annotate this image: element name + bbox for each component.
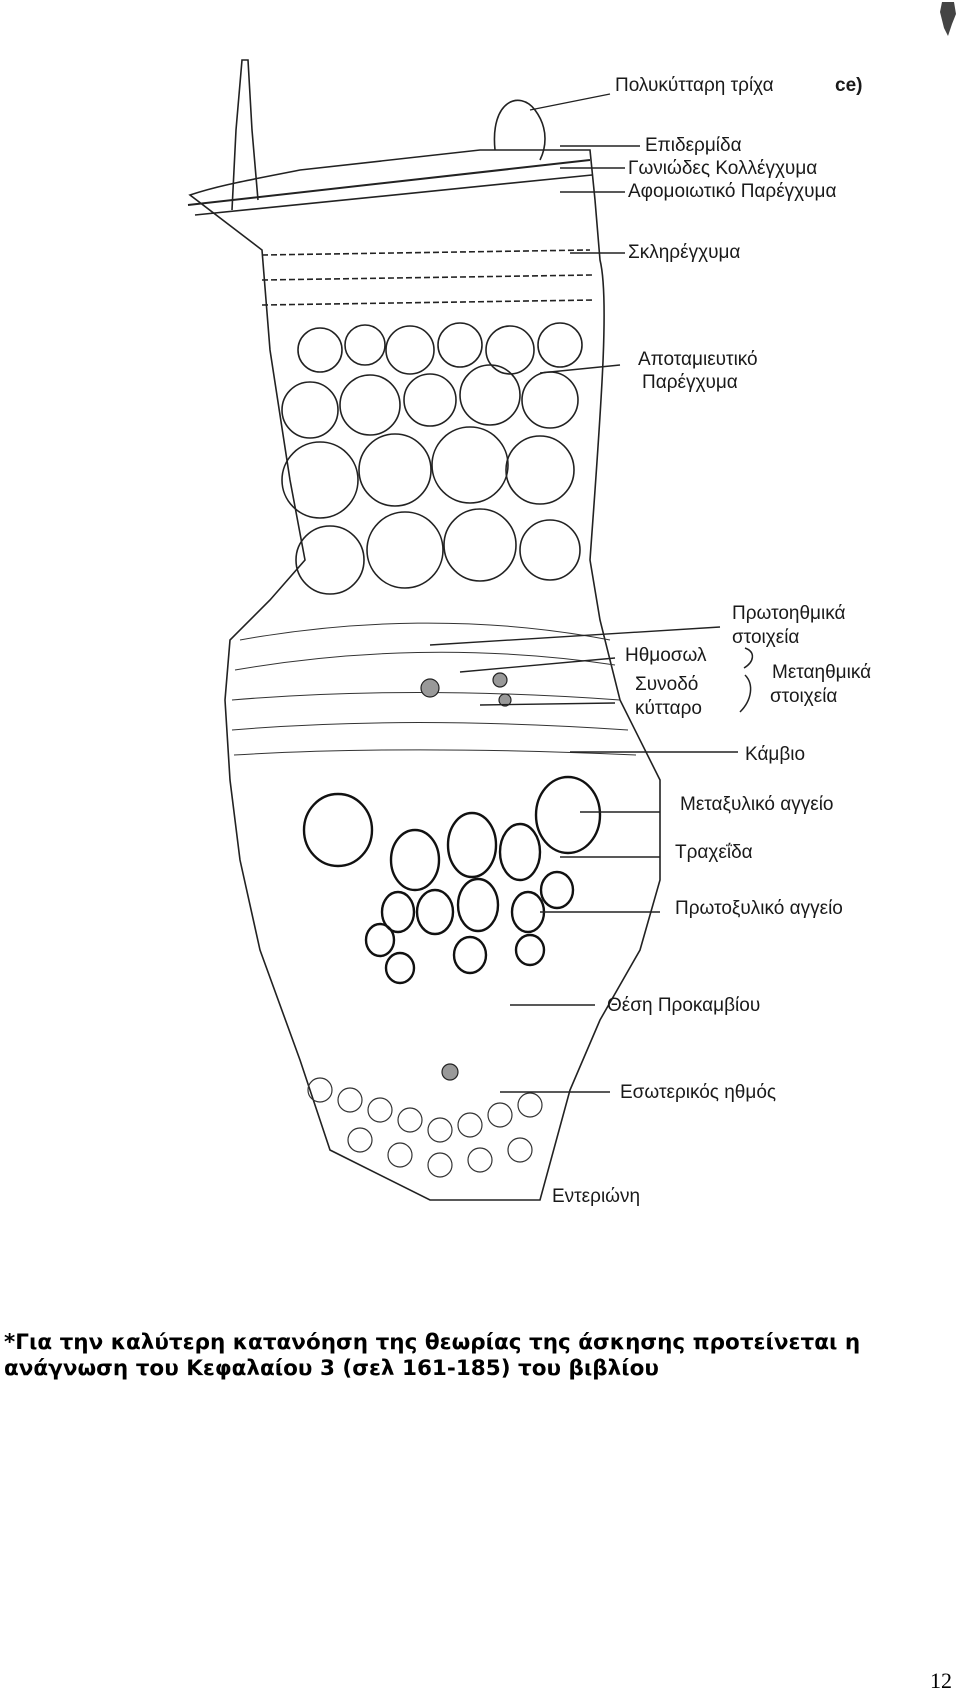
label-cropped-fragment: ce) [835,75,863,96]
label-protophloem-2: στοιχεία [732,627,800,648]
label-storage-parenchyma-1: Αποταμιευτικό [638,349,758,370]
label-internal-phloem: Εσωτερικός ηθμός [620,1082,777,1103]
label-metaphloem-1: Μεταηθμικά [772,662,872,683]
pith-cells [307,1077,543,1178]
footnote-line-2: ανάγνωση του Κεφαλαίου 3 (σελ 161-185) τ… [4,1356,659,1381]
stem-cross-section-diagram [187,59,754,1201]
label-epidermis: Επιδερμίδα [645,135,742,156]
label-companion-cell-1: Συνοδό [635,674,699,695]
epidermis-band [187,159,591,206]
multicellular-hair [231,59,259,211]
label-sclerenchyma: Σκληρέγχυμα [628,242,741,263]
label-storage-parenchyma-2: Παρέγχυμα [642,372,738,393]
label-protoxylem-vessel: Πρωτοξυλικό αγγείο [675,898,843,919]
label-multicellular-hair: Πολυκύτταρη τρίχα [615,75,774,96]
storage-parenchyma-cells [281,322,583,595]
footnote: *Για την καλύτερη κατανόηση της θεωρίας … [4,1330,954,1382]
page-number: 12 [930,1668,952,1693]
label-tracheid: Τραχεΐδα [675,842,753,863]
footnote-line-1: *Για την καλύτερη κατανόηση της θεωρίας … [4,1330,861,1355]
label-pith: Εντεριώνη [552,1186,641,1207]
label-angular-collenchyma: Γωνιώδες Κολλέγχυμα [628,158,818,179]
label-sieve-tube: Ηθμοσωλ [625,645,707,666]
label-cambium: Κάμβιο [745,744,806,765]
brace-marks [739,647,754,713]
sieve-plate-cells [420,672,512,1081]
tissue-outline [188,149,661,1201]
label-companion-cell-2: κύτταρο [635,698,702,719]
label-procambium-position: Θέση Προκαμβίου [607,995,761,1016]
label-metaxylem-vessel: Μεταξυλικό αγγείο [680,794,834,815]
hair-bulb [493,99,546,161]
leader-lines [429,93,738,1093]
scan-corner-mark [940,2,956,36]
sclerenchyma-band [261,249,591,256]
label-metaphloem-2: στοιχεία [770,686,838,707]
label-protophloem-1: Πρωτοηθμικά [732,603,846,624]
xylem-vessels [302,775,602,985]
label-assimilatory-parenchyma: Αφομοιωτικό Παρέγχυμα [628,181,837,202]
collenchyma-band [194,174,593,216]
